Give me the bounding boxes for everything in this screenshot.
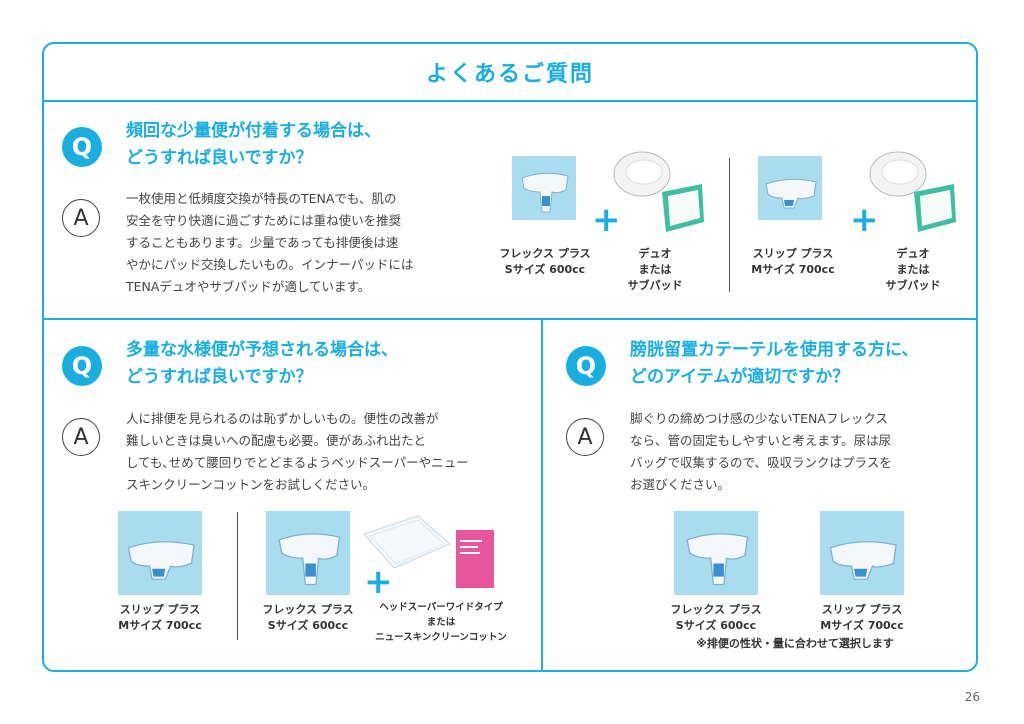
answer-3: 脚ぐりの締めつけ感の少ないTENAフレックス なら、管の固定もしやすいと考えます…	[630, 411, 892, 492]
page-number: 26	[964, 690, 980, 704]
product-box-image	[456, 530, 494, 588]
page-title: よくあるご質問	[44, 44, 976, 102]
brief-icon	[829, 541, 897, 580]
question-1: 頻回な少量便が付着する場合は、 どうすれば良いですか？	[126, 121, 381, 168]
product-slip-plus-image	[118, 511, 202, 595]
plus-icon: +	[364, 562, 393, 602]
faq-frame: よくあるご質問	[42, 42, 978, 672]
brief-icon	[765, 178, 817, 209]
product-label-6: フレックス プラス Sサイズ 600cc	[262, 603, 354, 632]
answer-badge: A	[62, 418, 100, 456]
product-label-5: スリップ プラス Mサイズ 700cc	[118, 603, 202, 632]
product-label-3: スリップ プラス Mサイズ 700cc	[751, 247, 835, 276]
product-duo-pad-image-2	[862, 148, 962, 234]
answer-2: 人に排便を見られるのは恥ずかしいもの。便性の改善が 難しいときは臭いへの配慮も必…	[126, 411, 469, 492]
product-slip-plus-image-3	[820, 511, 904, 595]
product-separator	[237, 512, 238, 640]
answer-1: 一枚使用と低頻度交換が特長のTENAでも、肌の 安全を守り快適に過ごすためには重…	[126, 191, 414, 294]
product-flex-plus-image-3	[674, 511, 758, 595]
question-2: 多量な水様便が予想される場合は、 どうすれば良いですか？	[126, 340, 398, 387]
plus-icon: +	[850, 200, 879, 240]
product-label-4: デュオ または サブパッド	[885, 247, 941, 292]
plus-icon: +	[592, 200, 621, 240]
product-flex-plus-image	[512, 156, 576, 220]
answer-badge: A	[62, 199, 100, 237]
section-divider-horizontal	[44, 318, 976, 320]
product-label-2: デュオ または サブパッド	[627, 247, 683, 292]
product-flex-plus-image-2	[266, 511, 350, 595]
brief-icon	[521, 172, 569, 213]
product-separator	[729, 158, 730, 292]
question-badge: Q	[62, 127, 102, 167]
answer-badge: A	[566, 418, 604, 456]
product-label-7: ヘッドスーパーワイドタイプ または ニュースキンクリーンコットン	[375, 602, 507, 643]
product-sheet-image	[360, 514, 452, 570]
brief-icon	[686, 533, 749, 586]
brief-icon	[278, 533, 341, 586]
pad-icon	[869, 151, 956, 232]
brief-icon	[127, 541, 195, 580]
product-slip-plus-image	[758, 156, 822, 220]
sheet-icon	[363, 515, 451, 569]
product-label-8: フレックス プラス Sサイズ 600cc	[670, 603, 762, 632]
question-badge: Q	[62, 346, 102, 386]
pad-icon	[613, 151, 704, 232]
section-divider-vertical	[541, 320, 543, 670]
selection-note: ※排便の性状・量に合わせて選択します	[696, 637, 894, 650]
product-label-1: フレックス プラス Sサイズ 600cc	[499, 247, 591, 276]
product-label-9: スリップ プラス Mサイズ 700cc	[820, 603, 904, 632]
box-icon	[460, 540, 482, 554]
question-badge: Q	[566, 346, 606, 386]
product-duo-pad-image	[606, 148, 706, 234]
question-3: 膀胱留置カテーテルを使用する方に、 どのアイテムが適切ですか？	[630, 340, 919, 387]
